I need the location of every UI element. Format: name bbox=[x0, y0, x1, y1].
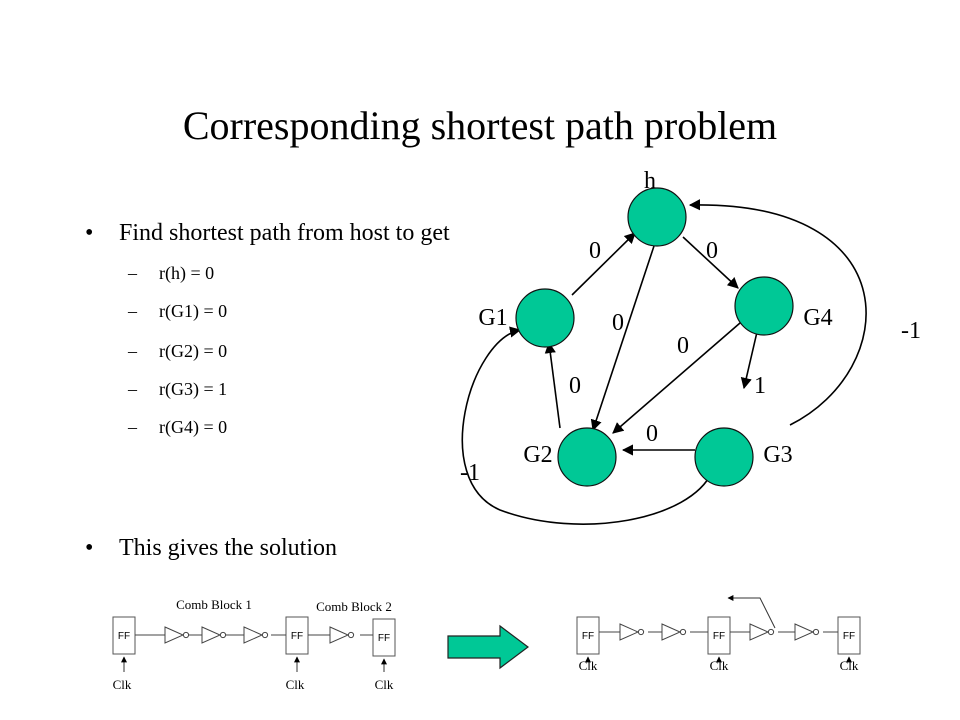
sub-item: –r(G3) = 1 bbox=[128, 379, 228, 399]
edge-g3-h bbox=[688, 199, 867, 426]
clk-label: Clk bbox=[579, 658, 598, 673]
node-g4 bbox=[734, 276, 794, 336]
sub-item-text: r(h) = 0 bbox=[159, 263, 215, 283]
inverter-gate bbox=[619, 623, 640, 641]
inverter-bubble bbox=[812, 628, 820, 636]
edge-h-g4 bbox=[682, 236, 739, 289]
sub-item-text: r(G2) = 0 bbox=[159, 341, 228, 361]
slide-title: Corresponding shortest path problem bbox=[182, 103, 778, 148]
node-g3 bbox=[694, 427, 754, 487]
node-g1 bbox=[515, 288, 575, 348]
weight-g3-g2: 0 bbox=[646, 421, 658, 447]
ff-label: FF bbox=[378, 633, 390, 644]
node-label-g4: G4 bbox=[803, 305, 832, 331]
inverter-bubble bbox=[347, 631, 355, 639]
weight-g1-h: 0 bbox=[589, 238, 601, 264]
edge-g2-g1 bbox=[544, 341, 561, 429]
inverter-gate bbox=[794, 623, 815, 641]
ff-label: FF bbox=[118, 631, 130, 642]
ff-box bbox=[837, 616, 861, 655]
node-label-h: h bbox=[644, 168, 656, 194]
clk-label: Clk bbox=[840, 658, 859, 673]
weight-g4-g3: 1 bbox=[754, 373, 766, 399]
ff-label: FF bbox=[582, 631, 594, 642]
edge-h-g2 bbox=[590, 245, 655, 432]
edge-g3-g1 bbox=[461, 326, 713, 525]
sub-item: –r(G1) = 0 bbox=[128, 301, 228, 321]
bullet-dot: • bbox=[85, 220, 94, 246]
clk-label: Clk bbox=[710, 658, 729, 673]
circuit-right: FF FF FF Clk Clk Clk bbox=[576, 595, 861, 673]
edge-g4-g3 bbox=[740, 331, 758, 390]
graph-edges bbox=[461, 199, 867, 525]
weight-h-g4: 0 bbox=[706, 238, 718, 264]
inverter-gate bbox=[661, 623, 682, 641]
sub-item-text: r(G4) = 0 bbox=[159, 417, 228, 437]
clk-label: Clk bbox=[286, 677, 305, 692]
inverter-bubble bbox=[182, 631, 190, 639]
weight-g4-g2: 0 bbox=[677, 333, 689, 359]
weight-g3-g1: -1 bbox=[460, 460, 480, 486]
bullet-text: Find shortest path from host to get bbox=[119, 220, 450, 246]
sub-item: –r(h) = 0 bbox=[128, 263, 215, 283]
ff-box bbox=[372, 618, 396, 657]
inverter-bubble bbox=[679, 628, 687, 636]
comb-block-1-label: Comb Block 1 bbox=[176, 597, 252, 612]
inverter-gate bbox=[201, 626, 222, 644]
inverter-bubble bbox=[219, 631, 227, 639]
weight-g2-g1: 0 bbox=[569, 373, 581, 399]
transform-arrow-icon bbox=[447, 624, 529, 670]
circuit-left: Comb Block 1 Comb Block 2 FF FF FF bbox=[112, 597, 396, 692]
sub-item-text: r(G1) = 0 bbox=[159, 301, 228, 321]
sub-item-text: r(G3) = 1 bbox=[159, 379, 228, 399]
node-h bbox=[627, 187, 687, 247]
ff-label: FF bbox=[713, 631, 725, 642]
sub-item: –r(G2) = 0 bbox=[128, 341, 228, 361]
inverter-gate bbox=[164, 626, 185, 644]
inverter-bubble bbox=[637, 628, 645, 636]
inverter-gate bbox=[243, 626, 264, 644]
bullet-dot: • bbox=[85, 535, 94, 561]
edge-g1-h bbox=[571, 232, 636, 296]
ff-label: FF bbox=[291, 631, 303, 642]
ff-box bbox=[707, 616, 731, 655]
comb-block-2-label: Comb Block 2 bbox=[316, 599, 392, 614]
clk-label: Clk bbox=[375, 677, 394, 692]
inverter-bubble bbox=[261, 631, 269, 639]
retiming-arrow bbox=[727, 595, 776, 629]
weight-g3-h: -1 bbox=[901, 318, 921, 344]
inverter-gate bbox=[749, 623, 770, 641]
node-label-g2: G2 bbox=[523, 442, 552, 468]
node-label-g1: G1 bbox=[478, 305, 507, 331]
weight-h-g2: 0 bbox=[612, 310, 624, 336]
bullet-text: This gives the solution bbox=[119, 535, 337, 561]
node-g2 bbox=[557, 427, 617, 487]
inverter-bubble bbox=[767, 628, 775, 636]
sub-item: –r(G4) = 0 bbox=[128, 417, 228, 437]
inverter-gate bbox=[329, 626, 350, 644]
graph-nodes bbox=[515, 187, 794, 487]
bullet-shortest-path: • Find shortest path from host to get bbox=[85, 220, 450, 247]
ff-label: FF bbox=[843, 631, 855, 642]
ff-box bbox=[576, 616, 600, 655]
node-label-g3: G3 bbox=[763, 442, 792, 468]
clk-label: Clk bbox=[113, 677, 132, 692]
bullet-solution: • This gives the solution bbox=[85, 535, 337, 562]
edge-g4-g2 bbox=[612, 322, 741, 434]
